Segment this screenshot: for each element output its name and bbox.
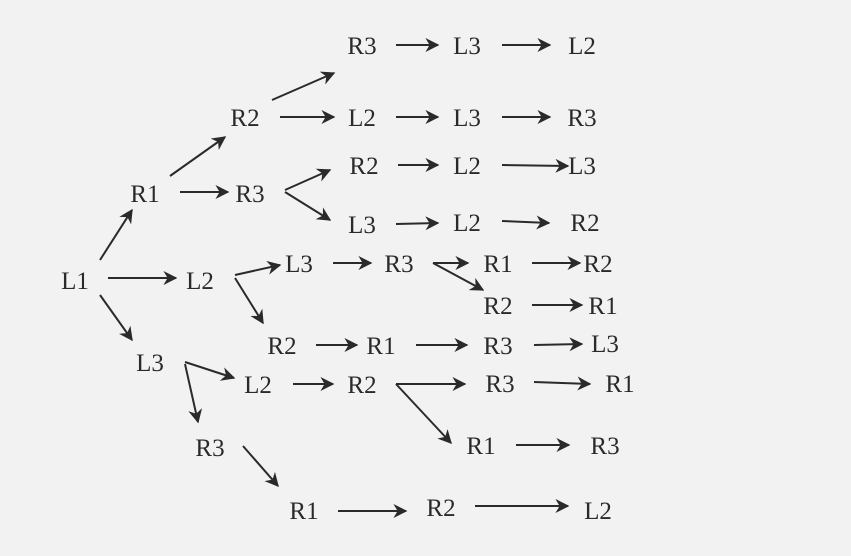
node-label: R2 [583, 251, 612, 278]
arrow [234, 260, 282, 276]
node-label: L1 [61, 268, 89, 295]
arrow [271, 71, 336, 101]
node-label: R3 [567, 105, 596, 132]
arrow [234, 277, 264, 325]
node-label: R3 [590, 433, 619, 460]
node-label: R1 [130, 181, 159, 208]
arrow [184, 363, 203, 424]
arrow [99, 208, 133, 261]
arrow [284, 191, 332, 221]
node-label: L3 [285, 251, 313, 278]
node-label: L2 [244, 372, 272, 399]
node-label: L2 [453, 153, 481, 180]
node-label: R1 [366, 333, 395, 360]
node-label: R2 [347, 372, 376, 399]
arrow [501, 158, 570, 173]
node-label: R1 [483, 251, 512, 278]
node-label: L3 [568, 153, 596, 180]
node-label: R3 [235, 181, 264, 208]
node-label: L2 [186, 268, 214, 295]
node-label: R2 [267, 333, 296, 360]
node-label: R2 [570, 210, 599, 237]
node-label: L2 [348, 105, 376, 132]
arrow [284, 168, 332, 191]
arrow [501, 215, 551, 230]
node-label: R2 [483, 293, 512, 320]
node-label: R1 [289, 498, 318, 525]
node-label: L3 [453, 105, 481, 132]
arrow [533, 337, 584, 352]
node-label: L3 [591, 331, 619, 358]
node-label: L3 [136, 350, 164, 377]
node-label: R3 [384, 251, 413, 278]
node-label: L3 [453, 33, 481, 60]
arrow [533, 376, 592, 391]
arrow [242, 445, 279, 488]
node-label: R1 [588, 293, 617, 320]
arrow [395, 383, 452, 445]
node-label: R3 [347, 33, 376, 60]
arrow [184, 361, 236, 381]
node-label: R1 [466, 433, 495, 460]
node-label: R2 [349, 153, 378, 180]
node-label: L3 [348, 212, 376, 239]
node-label: L2 [584, 498, 612, 525]
node-label: R2 [230, 105, 259, 132]
node-label: R3 [485, 371, 514, 398]
arrow [395, 216, 440, 231]
node-label: L2 [453, 210, 481, 237]
arrow [169, 136, 227, 177]
arrow [99, 294, 133, 342]
node-label: R3 [483, 333, 512, 360]
arrow [432, 262, 485, 291]
node-label: R2 [426, 495, 455, 522]
node-label: R3 [195, 435, 224, 462]
node-label: R1 [605, 371, 634, 398]
node-label: L2 [568, 33, 596, 60]
